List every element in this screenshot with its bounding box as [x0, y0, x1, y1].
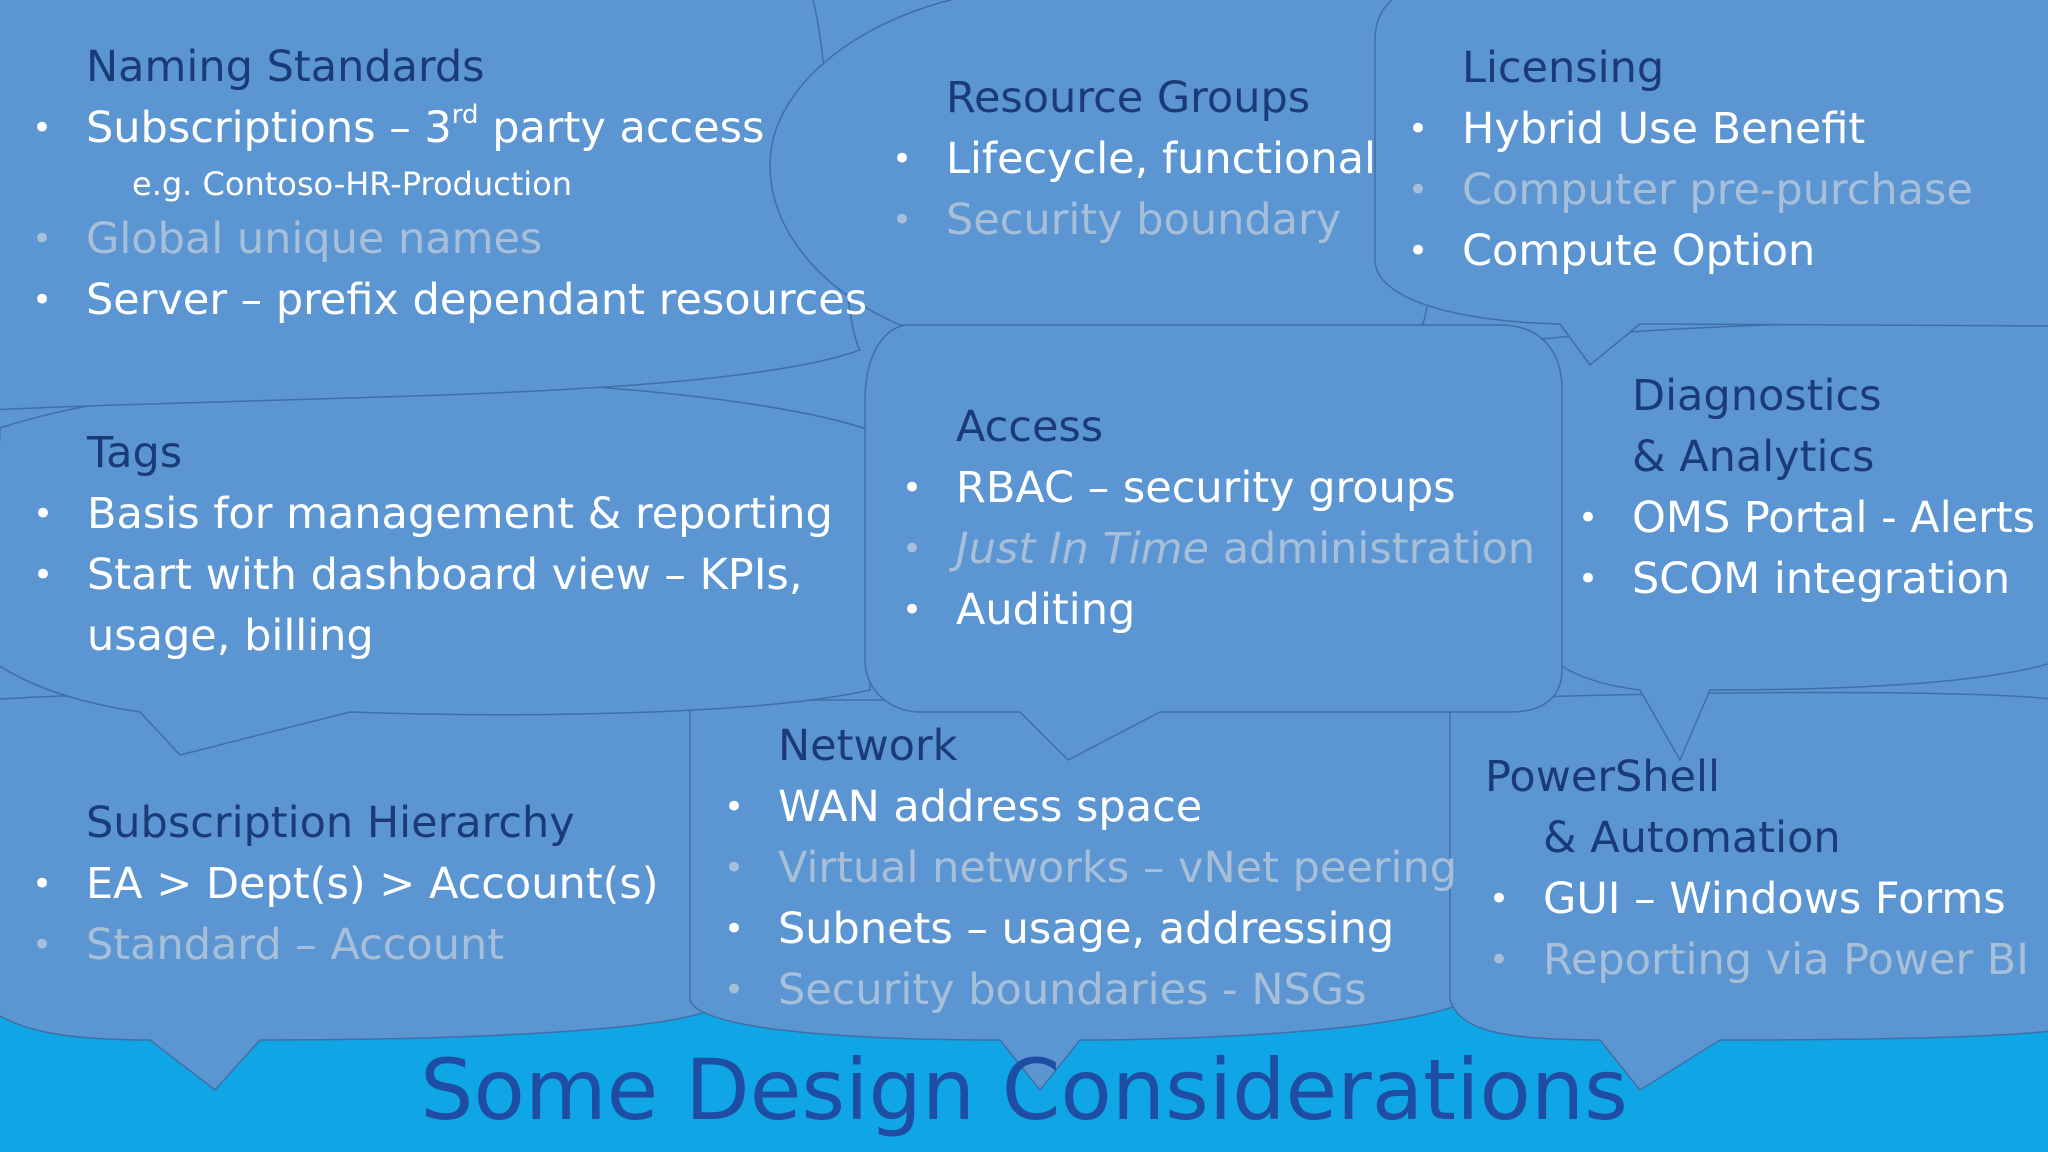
diagnostics-list: •OMS Portal - Alerts •SCOM integration: [1578, 488, 2035, 610]
tags-list: •Basis for management & reporting •Start…: [33, 484, 833, 667]
diagnostics-panel: Diagnostics & Analytics •OMS Portal - Al…: [1578, 366, 2035, 610]
access-list: •RBAC – security groups •Just In Time ad…: [902, 458, 1535, 641]
subscription-hierarchy-item-standard: •Standard – Account: [32, 915, 659, 976]
bullet-icon: •: [892, 200, 913, 240]
network-item-subnets: •Subnets – usage, addressing: [724, 899, 1457, 960]
bullet-icon: •: [32, 925, 53, 965]
bullet-icon: •: [1578, 559, 1599, 599]
naming-item-server-prefix: •Server – prefix dependant resources: [32, 270, 867, 331]
bullet-icon: •: [892, 139, 913, 179]
bullet-icon: •: [32, 280, 53, 320]
powershell-heading-line1: PowerShell: [1485, 752, 1720, 802]
network-item-nsgs: •Security boundaries - NSGs: [724, 960, 1457, 1021]
powershell-item-gui: •GUI – Windows Forms: [1489, 869, 2029, 930]
slide-title: Some Design Considerations: [420, 1041, 1628, 1139]
naming-standards-list: •Subscriptions – 3rd party access: [32, 98, 867, 159]
bullet-icon: •: [32, 864, 53, 904]
resource-groups-heading: Resource Groups: [946, 73, 1311, 123]
diagnostics-heading-line2: & Analytics: [1632, 432, 1875, 482]
bubble-access: [864, 324, 1563, 761]
naming-standards-heading: Naming Standards: [86, 42, 485, 92]
tags-heading: Tags: [87, 428, 183, 478]
resource-groups-list: •Lifecycle, functional •Security boundar…: [892, 129, 1376, 251]
powershell-item-powerbi: •Reporting via Power BI: [1489, 930, 2029, 991]
bubble-network: [689, 699, 1471, 1092]
bullet-icon: •: [32, 108, 53, 148]
licensing-list: •Hybrid Use Benefit •Computer pre-purcha…: [1408, 99, 1973, 282]
naming-standards-panel: Naming Standards •Subscriptions – 3rd pa…: [32, 37, 867, 331]
diagnostics-heading-line1: Diagnostics: [1632, 371, 1882, 421]
subscription-hierarchy-panel: Subscription Hierarchy •EA > Dept(s) > A…: [32, 793, 659, 976]
tags-item-basis: •Basis for management & reporting: [33, 484, 833, 545]
access-item-jit: •Just In Time administration: [902, 519, 1535, 580]
licensing-item-prepurchase: •Computer pre-purchase: [1408, 160, 1973, 221]
diagnostics-item-oms: •OMS Portal - Alerts: [1578, 488, 2035, 549]
network-list: •WAN address space •Virtual networks – v…: [724, 777, 1457, 1021]
naming-standards-list-continued: •Global unique names •Server – prefix de…: [32, 209, 867, 331]
licensing-heading: Licensing: [1462, 43, 1665, 93]
bubble-licensing: [1374, 0, 2048, 367]
access-item-auditing: •Auditing: [902, 580, 1535, 641]
powershell-list: •GUI – Windows Forms •Reporting via Powe…: [1485, 869, 2029, 991]
naming-item-subscriptions: •Subscriptions – 3rd party access: [32, 98, 867, 159]
bullet-icon: •: [902, 468, 923, 508]
subscription-hierarchy-item-ea: •EA > Dept(s) > Account(s): [32, 854, 659, 915]
bullet-icon: •: [1408, 170, 1429, 210]
bullet-icon: •: [33, 555, 54, 595]
tags-item-dashboard-continued: usage, billing: [87, 611, 374, 661]
bullet-icon: •: [724, 970, 745, 1010]
subscription-hierarchy-list: •EA > Dept(s) > Account(s) •Standard – A…: [32, 854, 659, 976]
powershell-heading-line2: & Automation: [1543, 813, 1841, 863]
access-item-rbac: •RBAC – security groups: [902, 458, 1535, 519]
bullet-icon: •: [902, 590, 923, 630]
licensing-item-hybrid: •Hybrid Use Benefit: [1408, 99, 1973, 160]
bullet-icon: •: [724, 909, 745, 949]
bullet-icon: •: [32, 219, 53, 259]
resource-groups-item-lifecycle: •Lifecycle, functional: [892, 129, 1376, 190]
bullet-icon: •: [1408, 231, 1429, 271]
resource-groups-item-security: •Security boundary: [892, 190, 1376, 251]
access-panel: Access •RBAC – security groups •Just In …: [902, 397, 1535, 641]
naming-item-global-unique: •Global unique names: [32, 209, 867, 270]
diagnostics-item-scom: •SCOM integration: [1578, 549, 2035, 610]
network-heading: Network: [778, 721, 958, 771]
network-item-wan: •WAN address space: [724, 777, 1457, 838]
bullet-icon: •: [724, 848, 745, 888]
bullet-icon: •: [1408, 109, 1429, 149]
licensing-item-compute-option: •Compute Option: [1408, 221, 1973, 282]
bubble-powershell: [1449, 691, 2048, 1091]
tags-item-dashboard: •Start with dashboard view – KPIs,: [33, 545, 833, 606]
bullet-icon: •: [1578, 498, 1599, 538]
licensing-panel: Licensing •Hybrid Use Benefit •Computer …: [1408, 38, 1973, 282]
bullet-icon: •: [1489, 879, 1510, 919]
subscription-hierarchy-heading: Subscription Hierarchy: [86, 798, 575, 848]
bullet-icon: •: [724, 787, 745, 827]
bullet-icon: •: [902, 529, 923, 569]
powershell-panel: PowerShell & Automation •GUI – Windows F…: [1485, 747, 2029, 991]
bullet-icon: •: [33, 494, 54, 534]
bullet-icon: •: [1489, 940, 1510, 980]
network-item-vnet: •Virtual networks – vNet peering: [724, 838, 1457, 899]
tags-panel: Tags •Basis for management & reporting •…: [33, 423, 833, 667]
resource-groups-panel: Resource Groups •Lifecycle, functional •…: [892, 68, 1376, 251]
network-panel: Network •WAN address space •Virtual netw…: [724, 716, 1457, 1021]
naming-example-note: e.g. Contoso-HR-Production: [132, 165, 573, 203]
access-heading: Access: [956, 402, 1104, 452]
